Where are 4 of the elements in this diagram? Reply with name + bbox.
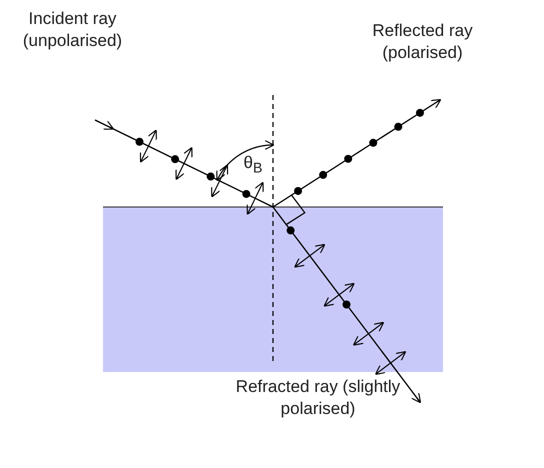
ray-label: Refracted ray (slightly polarised) — [234, 376, 402, 420]
angle-label: θ$_{B}$ — [242, 152, 264, 178]
ray-label: Reflected ray (polarised) — [371, 20, 474, 64]
ray-label: Incident ray (unpolarised) — [22, 8, 124, 52]
